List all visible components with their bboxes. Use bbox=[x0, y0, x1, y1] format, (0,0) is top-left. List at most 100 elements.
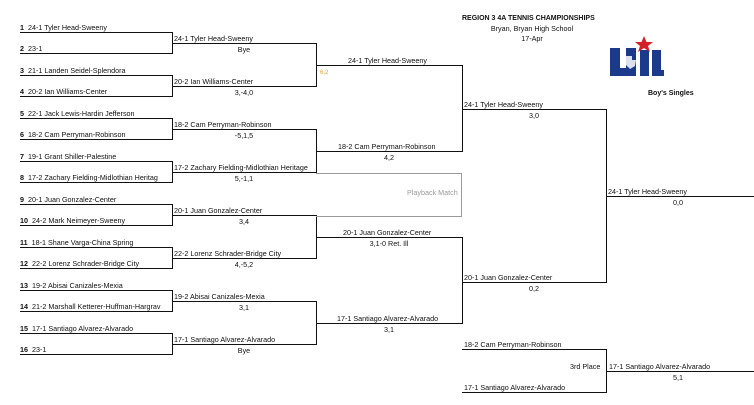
seed-number: 5 bbox=[20, 109, 24, 118]
tournament-title: REGION 3 4A TENNIS CHAMPIONSHIPS bbox=[462, 15, 595, 22]
bracket-line bbox=[316, 65, 462, 66]
playback-line bbox=[316, 216, 462, 217]
r1-entry: 4 20-2 Ian Williams-Center bbox=[20, 87, 107, 96]
bracket-line bbox=[172, 43, 316, 44]
seed-number: 1 bbox=[20, 23, 24, 32]
bracket-line bbox=[462, 237, 463, 324]
bracket-line bbox=[172, 172, 316, 173]
seed-number: 14 bbox=[20, 302, 28, 311]
r2-score: -5,1,5 bbox=[234, 131, 254, 140]
r1-entry: 10 24-2 Mark Neimeyer-Sweeny bbox=[20, 216, 125, 225]
r2-score: 3,4 bbox=[239, 217, 249, 226]
r2-player-name: 19-2 Abisai Canizales-Mexia bbox=[174, 292, 265, 301]
seed-number: 10 bbox=[20, 216, 28, 225]
third-place-player-a: 18-2 Cam Perryman-Robinson bbox=[464, 340, 562, 349]
player-name: 21-2 Marshall Ketterer-Huffman-Hargrav bbox=[32, 302, 161, 311]
bracket-line bbox=[20, 204, 172, 205]
r3-score: 3,1-0 Ret. Ill bbox=[369, 239, 409, 248]
r2-score: Bye bbox=[237, 45, 251, 54]
r2-score: Bye bbox=[237, 346, 251, 355]
bracket-line bbox=[20, 182, 172, 183]
r2-player-name: 17-2 Zachary Fielding-Midlothian Heritag… bbox=[174, 163, 308, 172]
bracket-line bbox=[606, 196, 754, 197]
r3-score: 3,1 bbox=[384, 325, 394, 334]
bracket-caption: Boy's Singles bbox=[648, 90, 694, 97]
player-name: 20-2 Ian Williams-Center bbox=[28, 87, 108, 96]
r1-entry: 5 22-1 Jack Lewis-Hardin Jefferson bbox=[20, 109, 135, 118]
bracket-line bbox=[20, 161, 172, 162]
uil-logo bbox=[604, 36, 666, 86]
seed-number: 2 bbox=[20, 44, 24, 53]
bracket-line bbox=[172, 344, 316, 345]
r3-player-name: 18-2 Cam Perryman-Robinson bbox=[338, 142, 436, 151]
player-name: 24-1 Tyler Head-Sweeny bbox=[28, 23, 107, 32]
bracket-line bbox=[20, 311, 172, 312]
bracket-line bbox=[462, 392, 606, 393]
r1-entry: 1 24-1 Tyler Head-Sweeny bbox=[20, 23, 107, 32]
seed-number: 3 bbox=[20, 66, 24, 75]
r1-entry: 8 17-2 Zachary Fielding-Midlothian Herita… bbox=[20, 173, 158, 182]
r1-entry: 2 23-1 bbox=[20, 44, 42, 53]
player-name: 24-2 Mark Neimeyer-Sweeny bbox=[32, 216, 126, 225]
player-name: 23-1 bbox=[32, 345, 47, 354]
player-name: 18-2 Cam Perryman-Robinson bbox=[28, 130, 126, 139]
playback-line bbox=[461, 173, 462, 217]
bracket-line bbox=[172, 258, 316, 259]
r1-entry: 16 23-1 bbox=[20, 345, 46, 354]
seed-number: 6 bbox=[20, 130, 24, 139]
third-place-score: 5,1 bbox=[673, 373, 683, 382]
player-name: 22-2 Lorenz Schrader-Bridge City bbox=[32, 259, 140, 268]
r2-score: 3,1 bbox=[239, 303, 249, 312]
bracket-line bbox=[20, 53, 172, 54]
r4-player-name: 24-1 Tyler Head-Sweeny bbox=[464, 100, 543, 109]
r1-entry: 3 21-1 Landen Seidel-Splendora bbox=[20, 66, 126, 75]
bracket-line bbox=[20, 333, 172, 334]
bracket-line bbox=[20, 32, 172, 33]
seed-number: 16 bbox=[20, 345, 28, 354]
bracket-line bbox=[20, 118, 172, 119]
r2-score: 5,-1,1 bbox=[234, 174, 254, 183]
third-place-player-b: 17-1 Santiago Alvarez-Alvarado bbox=[464, 383, 566, 392]
player-name: 23-1 bbox=[28, 44, 43, 53]
player-name: 21-1 Landen Seidel-Splendora bbox=[28, 66, 126, 75]
seed-number: 7 bbox=[20, 152, 24, 161]
bracket-line bbox=[316, 237, 462, 238]
third-place-label: 3rd Place bbox=[570, 362, 601, 371]
bracket-line bbox=[316, 151, 462, 152]
r1-entry: 7 19-1 Grant Shiller-Palestine bbox=[20, 152, 116, 161]
bracket-line bbox=[462, 65, 463, 152]
r3-player-name: 24-1 Tyler Head-Sweeny bbox=[348, 56, 427, 65]
r3-player-name: 17-1 Santiago Alvarez-Alvarado bbox=[337, 314, 439, 323]
player-name: 20-1 Juan Gonzalez-Center bbox=[28, 195, 117, 204]
r3-score: 4,2 bbox=[384, 153, 394, 162]
bracket-line bbox=[20, 247, 172, 248]
seed-number: 4 bbox=[20, 87, 24, 96]
r2-player-name: 24-1 Tyler Head-Sweeny bbox=[174, 34, 253, 43]
r3-score: 6,2 bbox=[320, 70, 329, 76]
player-name: 19-2 Abisai Canizales-Mexia bbox=[32, 281, 123, 290]
player-name: 17-2 Zachary Fielding-Midlothian Heritag bbox=[28, 173, 158, 182]
bracket-line bbox=[462, 349, 606, 350]
r4-score: 3,0 bbox=[529, 111, 539, 120]
player-name: 19-1 Grant Shiller-Palestine bbox=[28, 152, 117, 161]
bracket-line bbox=[606, 371, 754, 372]
bracket-line bbox=[20, 290, 172, 291]
r1-entry: 13 19-2 Abisai Canizales-Mexia bbox=[20, 281, 123, 290]
bracket-line bbox=[172, 215, 316, 216]
player-name: 22-1 Jack Lewis-Hardin Jefferson bbox=[28, 109, 135, 118]
r2-player-name: 18-2 Cam Perryman-Robinson bbox=[174, 120, 272, 129]
tournament-date: 17-Apr bbox=[521, 34, 543, 43]
r3-player-name: 20-1 Juan Gonzalez-Center bbox=[343, 228, 432, 237]
seed-number: 9 bbox=[20, 195, 24, 204]
third-place-winner: 17-1 Santiago Alvarez-Alvarado bbox=[609, 362, 711, 371]
seed-number: 11 bbox=[20, 238, 28, 247]
bracket-line bbox=[172, 86, 316, 87]
seed-number: 8 bbox=[20, 173, 24, 182]
bracket-line bbox=[316, 323, 462, 324]
r2-score: 4,-5,2 bbox=[234, 260, 254, 269]
bracket-line bbox=[172, 301, 316, 302]
bracket-line bbox=[20, 225, 172, 226]
seed-number: 13 bbox=[20, 281, 28, 290]
